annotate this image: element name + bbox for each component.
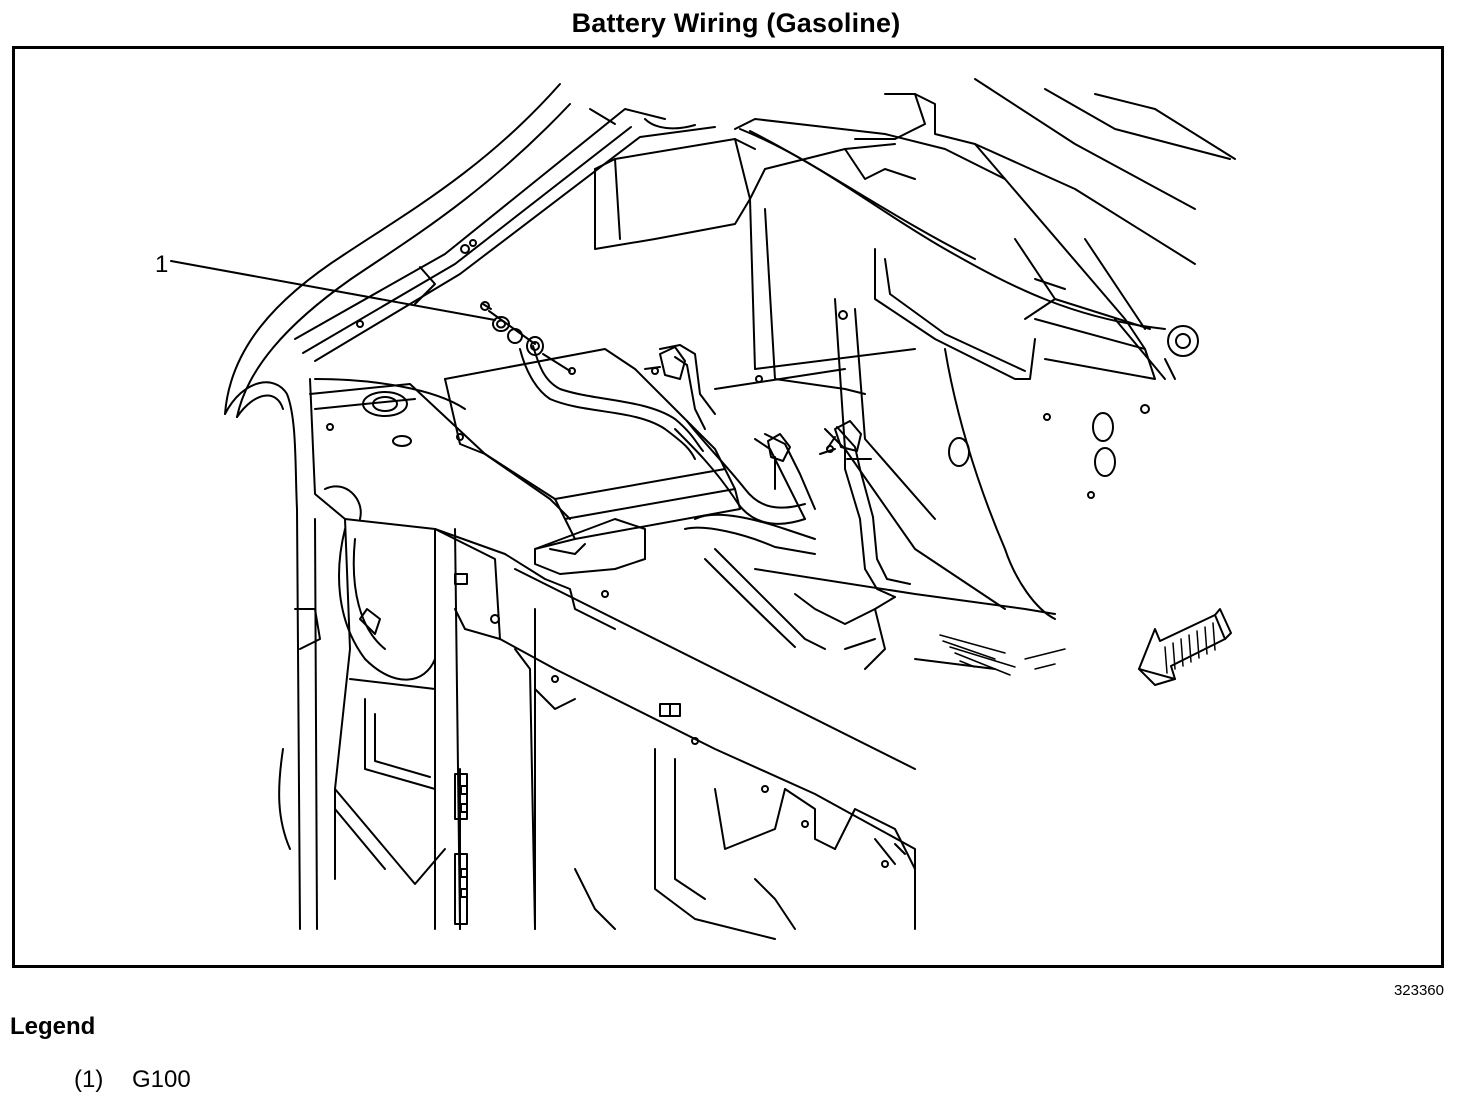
lower-frame (534, 688, 916, 940)
legend-heading: Legend (10, 1013, 96, 1040)
firewall (594, 118, 1036, 610)
legend-item: (1) G100 (74, 1066, 191, 1094)
legend-item-number: (1) (74, 1066, 104, 1093)
engine-fragment (754, 568, 1056, 670)
diagram-frame: 1 (12, 46, 1444, 968)
headlamp-bracket (294, 485, 468, 930)
battery-tray (444, 344, 741, 575)
radiator-support (309, 378, 916, 930)
callout-1-label: 1 (155, 251, 168, 278)
front-direction-arrow-icon (1138, 608, 1232, 686)
callout-1: 1 (155, 251, 496, 321)
g100-ground-bolt (480, 301, 571, 372)
fender-outline (224, 83, 571, 930)
diagram-title: Battery Wiring (Gasoline) (571, 8, 901, 38)
inner-fender (944, 348, 1150, 620)
engine-compartment-illustration: 1 (155, 78, 1236, 940)
orientation-label-graphic (939, 634, 1066, 676)
legend-item-label: G100 (132, 1066, 191, 1093)
hood-and-body (739, 78, 1236, 380)
figure-id: 323360 (1393, 982, 1444, 999)
battery-terminals (644, 346, 862, 462)
battery-cables (519, 345, 911, 650)
